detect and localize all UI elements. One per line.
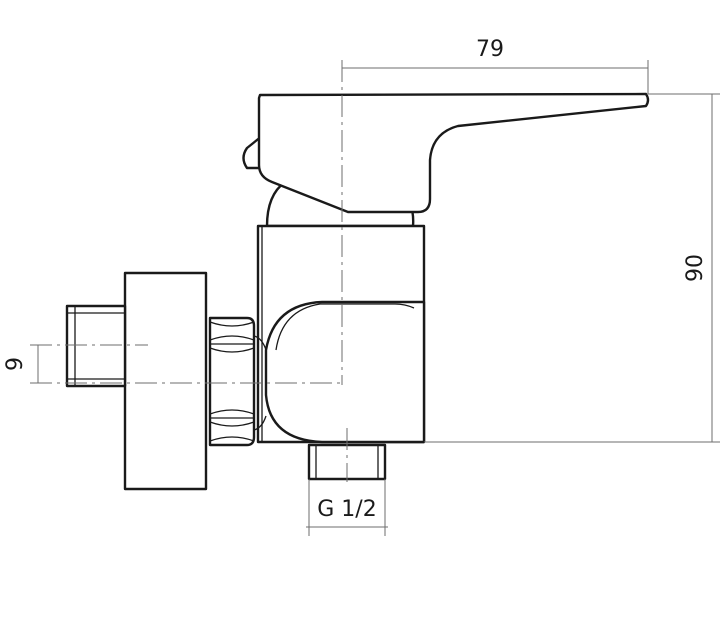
height-dimension	[424, 93, 720, 443]
width-dimension	[342, 60, 649, 94]
housing-highlight	[275, 303, 415, 351]
hex-nut	[208, 316, 256, 447]
lever-handle	[257, 92, 650, 214]
coupling-line	[253, 335, 267, 431]
height-dimension-label: 90	[683, 254, 708, 282]
width-dimension-label: 79	[476, 37, 504, 62]
thread-dimension-label: G 1/2	[317, 497, 376, 522]
offset-dimension-label: 9	[3, 357, 28, 371]
inlet-thread-pipe	[65, 304, 127, 388]
wall-flange	[123, 271, 208, 491]
thread-dimension	[306, 479, 388, 536]
outlet-housing	[264, 300, 426, 444]
